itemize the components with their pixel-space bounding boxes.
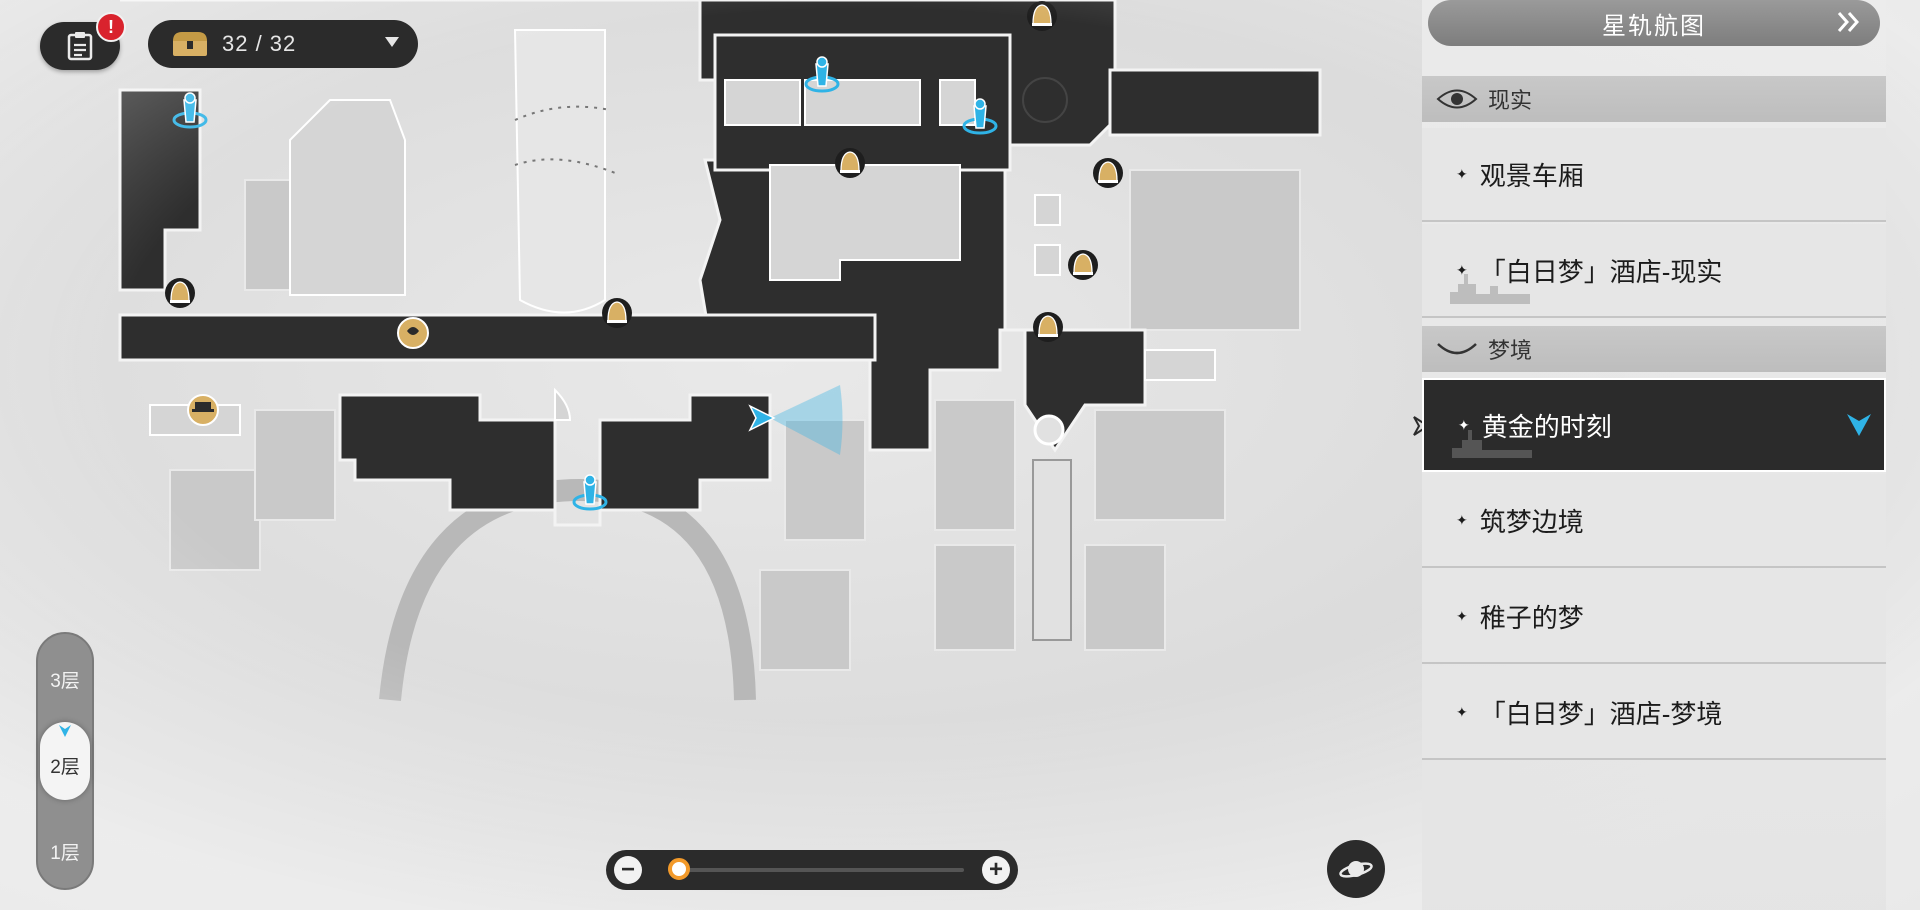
sparkle-icon: ✦ [1456,607,1468,624]
panel-title: 星轨航图 [1602,12,1706,40]
treasure-count-text: 32 / 32 [222,31,297,56]
area-item-hotel-dreamscape[interactable]: ✦ 「白日梦」酒店-梦境 [1422,666,1886,760]
floor-3-button[interactable]: 3层 [38,666,92,693]
closed-eye-icon [1437,343,1477,355]
sparkle-icon: ✦ [1456,703,1468,720]
zoom-in-button[interactable]: + [982,856,1010,884]
current-floor-marker-icon [59,725,71,737]
section-header-reality: 现实 [1422,76,1886,122]
sparkle-icon: ✦ [1456,165,1468,182]
area-item-label: 黄金的时刻 [1481,411,1612,442]
star-rail-map-header[interactable]: 星轨航图 [1428,0,1880,46]
section-title-reality: 现实 [1488,88,1533,113]
zoom-control: − + [606,850,1018,890]
zoom-out-button[interactable]: − [614,856,642,884]
sparkle-icon: ✦ [1456,511,1468,528]
area-item-label: 稚子的梦 [1479,602,1584,633]
area-item-label: 「白日梦」酒店-现实 [1479,256,1723,287]
section-title-dreamscape: 梦境 [1488,338,1533,363]
city-skyline-icon [1450,274,1530,304]
mission-log-button[interactable]: ! [40,12,126,70]
city-skyline-icon [1452,430,1532,458]
area-item-observation-car[interactable]: ✦ 观景车厢 [1422,128,1886,222]
area-item-dream-edge[interactable]: ✦ 筑梦边境 [1422,474,1886,568]
area-item-golden-hour[interactable]: ✦ 黄金的时刻 [1422,378,1886,472]
double-chevron-right-icon [1837,12,1860,32]
universe-map-button[interactable] [1327,840,1385,898]
zoom-slider-track[interactable] [668,868,964,872]
floor-1-label: 1层 [50,843,80,864]
zoom-slider-thumb[interactable] [668,858,690,880]
area-item-label: 筑梦边境 [1479,506,1584,537]
planet-icon [1339,861,1373,878]
treasure-chest-icon [173,32,207,56]
floor-2-label: 2层 [50,757,80,778]
clipboard-icon [67,32,93,61]
area-item-hotel-reality[interactable]: ✦ 「白日梦」酒店-现实 [1422,224,1886,318]
alert-badge: ! [96,12,126,42]
area-item-label: 观景车厢 [1479,160,1584,191]
sparkle-icon: ✦ [1456,261,1468,278]
floor-3-label: 3层 [50,671,80,692]
area-item-label: 「白日梦」酒店-梦境 [1479,698,1723,729]
floor-1-button[interactable]: 1层 [38,838,92,865]
sparkle-icon: ✦ [1458,416,1470,433]
treasure-counter[interactable]: 32 / 32 [148,20,418,68]
floor-selector: 3层 2层 1层 [36,632,94,890]
section-header-dreamscape: 梦境 [1422,326,1886,372]
eye-icon [1436,89,1478,109]
current-location-marker-icon [1847,414,1871,436]
dropdown-caret-icon [385,37,399,47]
floor-2-button[interactable]: 2层 [38,752,92,779]
area-item-childs-dream[interactable]: ✦ 稚子的梦 [1422,570,1886,664]
